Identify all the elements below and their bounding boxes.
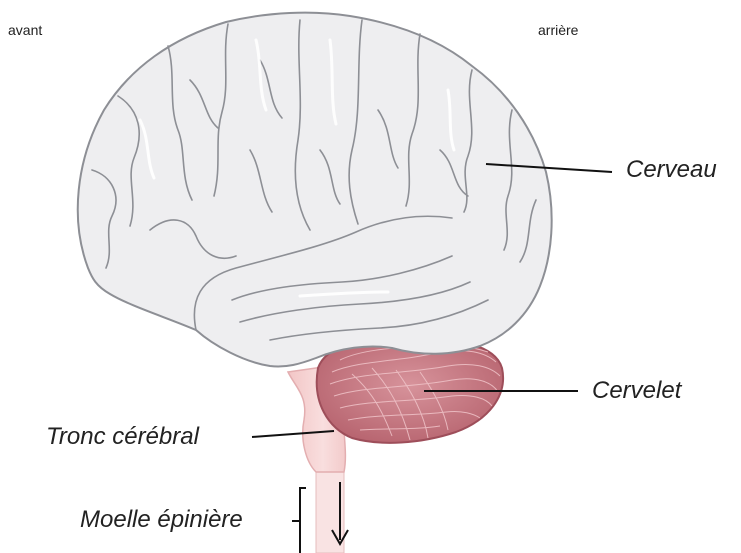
cerebrum (78, 13, 552, 367)
brainstem-label: Tronc cérébral (46, 423, 199, 451)
spinal-cord-bracket (292, 488, 306, 553)
front-orientation-label: avant (8, 22, 42, 38)
cerebrum-label: Cerveau (626, 156, 717, 184)
back-orientation-label: arrière (538, 22, 578, 38)
spinal-cord-label: Moelle épinière (80, 506, 243, 534)
cerebellum-label: Cervelet (592, 377, 681, 405)
